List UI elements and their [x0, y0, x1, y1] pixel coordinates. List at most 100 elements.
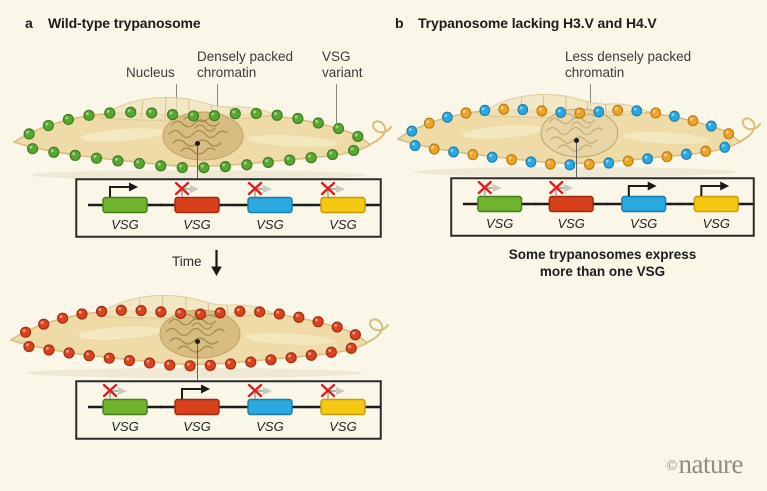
dot-highlight: [614, 107, 618, 111]
dot-highlight: [207, 362, 211, 366]
dot-highlight: [489, 154, 493, 158]
chromatin-texture: [168, 129, 228, 139]
nucleus-pointer-dot: [194, 338, 200, 344]
dot-highlight: [106, 355, 110, 359]
dot-highlight: [22, 329, 26, 333]
vsg-coat-dot: [198, 162, 210, 174]
panel-b-title: Trypanosome lacking H3.V and H4.V: [418, 15, 657, 31]
chromatin-texture: [177, 345, 213, 353]
vsg-coat-dot: [544, 158, 556, 170]
dot-highlight: [253, 110, 257, 114]
dot-highlight: [50, 149, 54, 153]
vsg-coat-dot: [326, 148, 339, 161]
inactive-promoter-arrowhead: [336, 185, 345, 193]
dot-highlight: [247, 358, 251, 362]
dot-highlight: [65, 116, 69, 120]
dot-highlight: [664, 153, 667, 157]
vsg-coat-dot: [176, 161, 188, 174]
vsg-gene-label: VSG: [703, 216, 730, 231]
vsg-coat-dot: [164, 359, 176, 371]
vsg-coat-dot: [719, 141, 731, 153]
dot-highlight: [605, 159, 609, 163]
dot-highlight: [177, 310, 181, 314]
dot-highlight: [315, 318, 319, 322]
inactive-promoter-arrowhead: [492, 184, 502, 192]
dot-highlight: [186, 362, 190, 366]
vsg-gene-label: VSG: [111, 217, 138, 232]
inactive-promoter-arrowhead: [263, 387, 272, 395]
vsg-coat-dot: [184, 360, 196, 372]
dot-highlight: [211, 112, 215, 116]
vsg-coat-dot: [229, 108, 241, 120]
copyright-icon: ©: [666, 458, 678, 474]
active-promoter-arrow-icon: [181, 388, 202, 399]
vsg-coat-dot: [42, 119, 54, 132]
vsg-coat-dot: [254, 306, 266, 318]
membrane-fin: [604, 103, 607, 116]
inactive-promoter-arrowhead: [190, 185, 199, 193]
active-promoter-arrowhead: [720, 181, 730, 191]
silenced-cross-icon: [320, 181, 336, 196]
label-line: Less densely packed: [565, 49, 692, 64]
vsg-gene-yellow: [693, 195, 739, 213]
dot-highlight: [557, 109, 561, 113]
active-promoter-arrowhead: [201, 384, 210, 394]
dot-highlight: [157, 162, 161, 166]
dot-highlight: [40, 321, 44, 325]
vsg-gene-red: [548, 195, 594, 213]
dot-highlight: [329, 151, 333, 155]
dot-highlight: [72, 152, 76, 156]
vsg-gene-red: [174, 398, 220, 416]
dot-highlight: [633, 107, 637, 111]
label-line: VSG: [322, 49, 351, 64]
vsg-coat-dot: [603, 157, 615, 169]
dot-highlight: [538, 107, 542, 111]
dot-highlight: [274, 112, 278, 116]
vsg-gene-label: VSG: [183, 419, 210, 434]
silenced-cross-icon: [247, 181, 263, 196]
vsg-coat-dot: [187, 110, 200, 122]
dot-highlight: [227, 360, 231, 364]
vsg-coat-dot: [23, 128, 35, 140]
dot-highlight: [267, 356, 271, 360]
vsg-coat-dot: [312, 117, 324, 129]
vsg-coat-dot: [348, 144, 360, 157]
flagellum: [365, 318, 389, 344]
vsg-coat-dot: [234, 305, 246, 317]
vsg-coat-dot: [555, 106, 567, 119]
vsg-coat-dot: [26, 143, 39, 155]
flagellum: [368, 120, 392, 146]
vsg-coat-dot: [146, 107, 158, 119]
vsg-coat-dot: [517, 103, 529, 116]
vsg-coat-dot: [143, 357, 156, 369]
vsg-coat-dot: [62, 113, 75, 126]
vsg-coat-dot: [700, 145, 712, 157]
dot-highlight: [217, 309, 221, 313]
vsg-coat-dot: [155, 160, 167, 172]
dot-highlight: [328, 349, 332, 353]
dot-highlight: [236, 308, 240, 312]
chromatin-texture: [171, 119, 220, 128]
dot-highlight: [118, 307, 122, 311]
vsg-gene-green: [102, 398, 148, 416]
dot-highlight: [426, 120, 430, 124]
inactive-promoter-arrowhead: [118, 387, 127, 395]
vsg-coat-dot: [194, 308, 206, 320]
trypanosome-cell-wildtype-initial: [12, 96, 392, 180]
vsg-gene-red: [174, 196, 220, 214]
dot-highlight: [45, 122, 49, 126]
dot-highlight: [288, 354, 292, 358]
nucleus-pointer-dot: [573, 137, 579, 143]
vsg-gene-label: VSG: [256, 217, 283, 232]
vsg-coat-dot: [406, 125, 418, 137]
dot-highlight: [412, 142, 415, 146]
dot-highlight: [683, 151, 687, 155]
vsg-gene-label: VSG: [486, 216, 513, 231]
vsg-coat-dot: [271, 109, 283, 121]
vsg-coat-dot: [103, 352, 115, 364]
dot-highlight: [29, 145, 33, 149]
dot-highlight: [462, 109, 466, 113]
